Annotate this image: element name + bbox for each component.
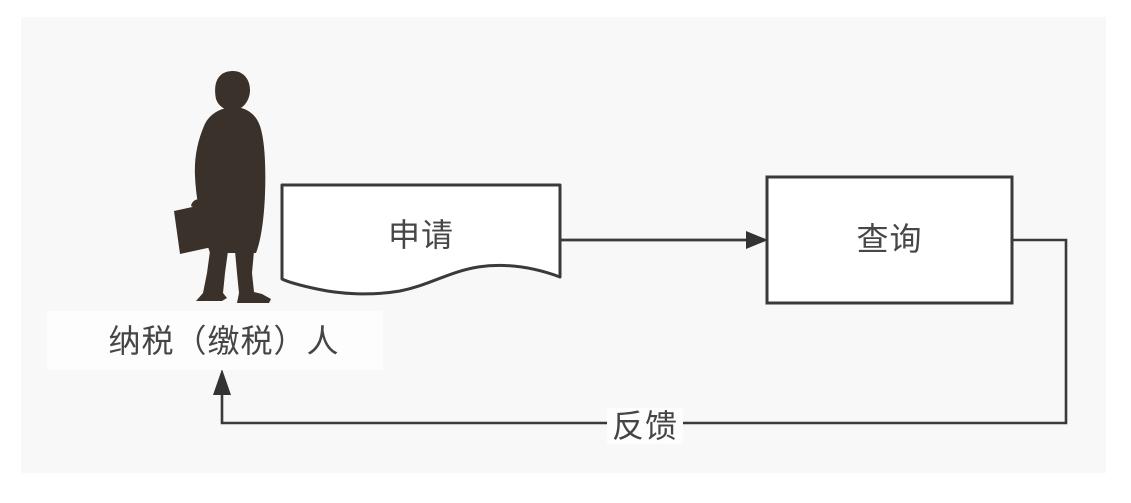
query-process-box <box>765 175 1014 305</box>
feedback-arrow <box>213 238 1068 425</box>
businessman-silhouette-icon <box>174 71 271 303</box>
application-document-shape <box>280 183 562 296</box>
application-node-label: 申请 <box>387 217 454 253</box>
application-to-query-arrow <box>560 231 768 249</box>
taxpayer-actor-label: 纳税（缴税）人 <box>47 311 383 370</box>
query-node-label: 查询 <box>856 221 923 257</box>
feedback-edge-label: 反馈 <box>607 408 683 444</box>
